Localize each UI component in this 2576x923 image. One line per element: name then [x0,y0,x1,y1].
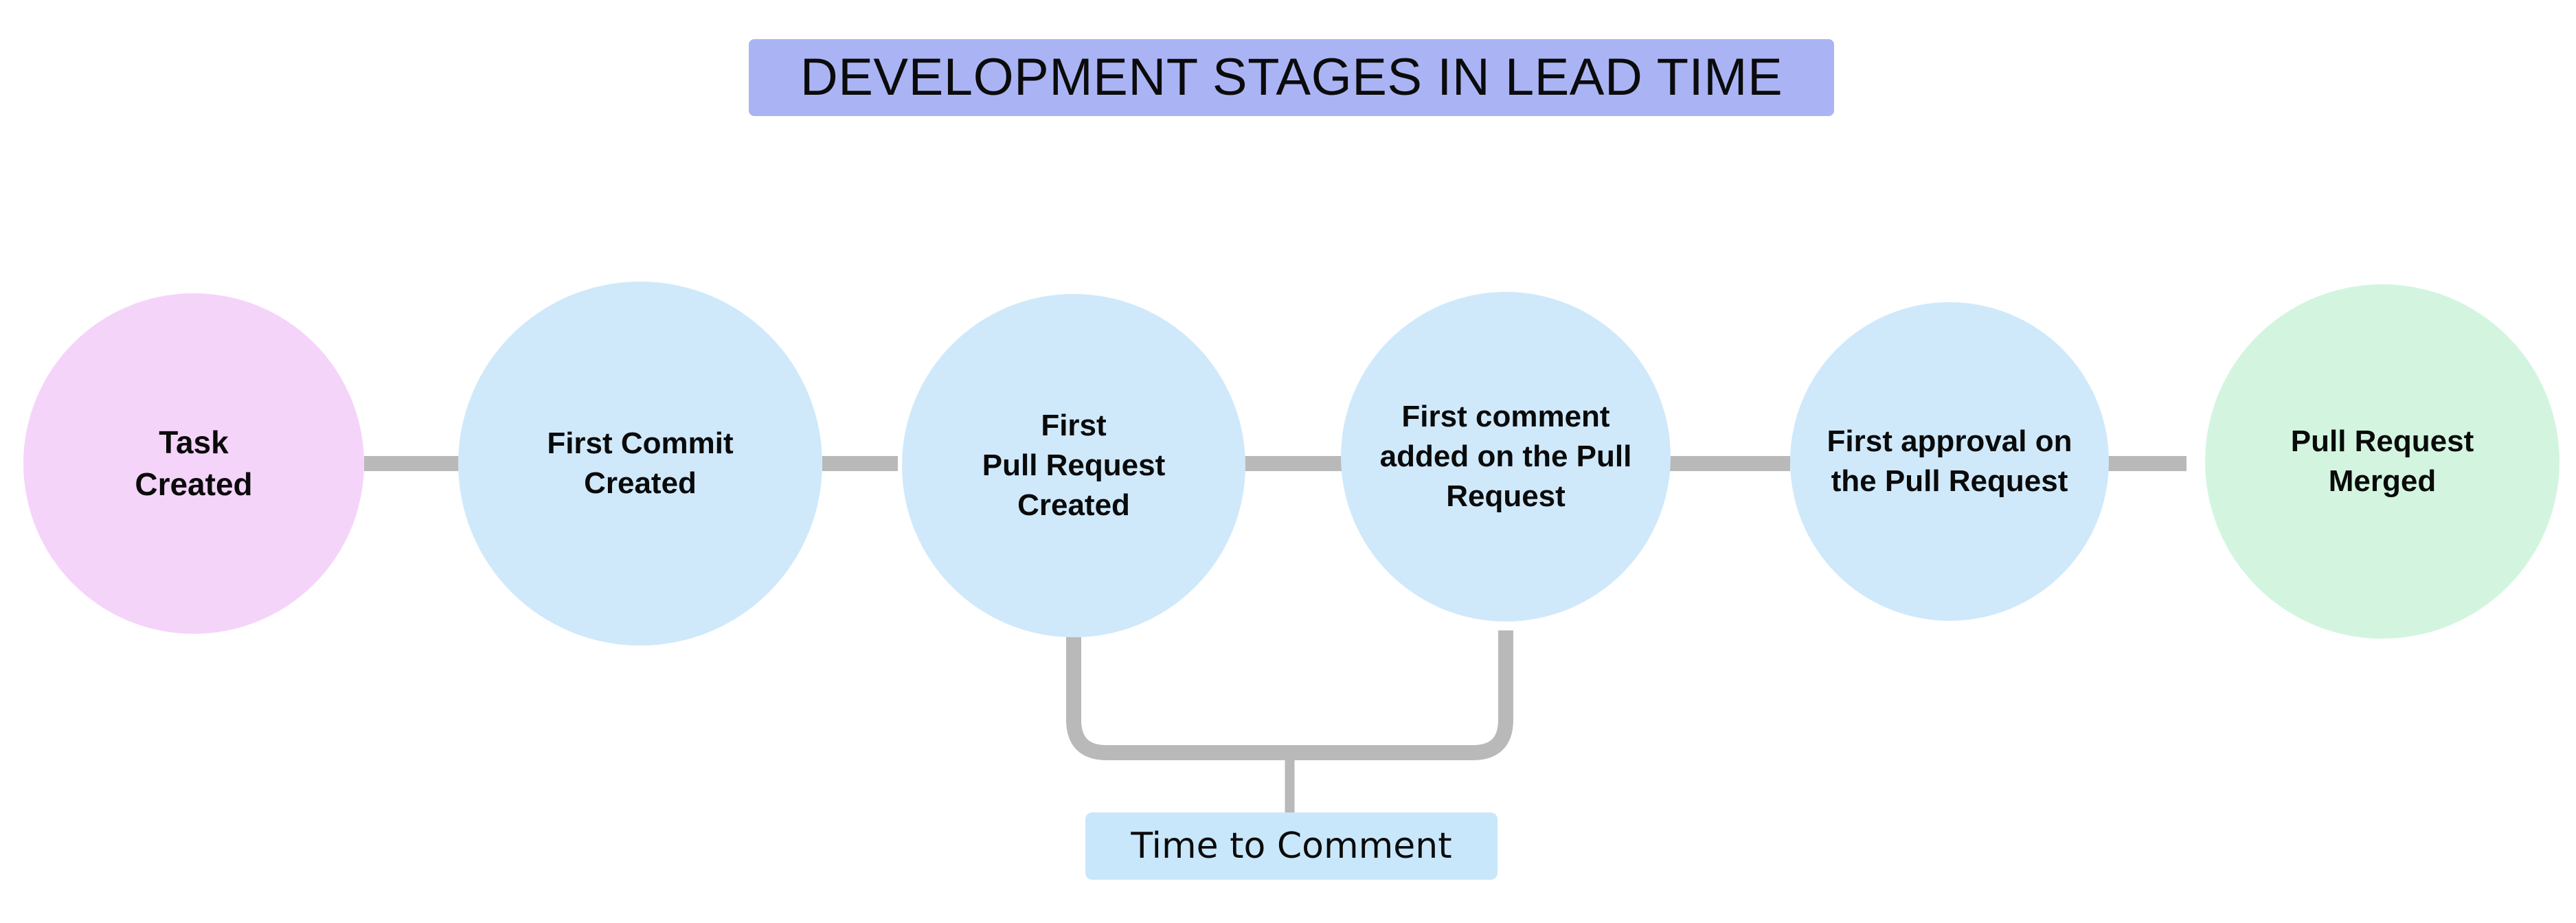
diagram-title-banner: DEVELOPMENT STAGES IN LEAD TIME [749,39,1834,116]
stage-node-pull-request-merged[interactable]: Pull Request Merged [2205,284,2560,639]
edge-label-text: Time to Comment [1131,825,1452,867]
stage-node-first-approval[interactable]: First approval on the Pull Request [1790,302,2109,621]
stage-label: First comment added on the Pull Request [1379,399,1632,514]
stage-node-first-pull-request-created[interactable]: First Pull Request Created [902,294,1245,637]
stage-label: First Commit Created [547,426,734,500]
stage-node-task-created[interactable]: Task Created [23,293,364,634]
bracket-curve [1066,630,1513,760]
stage-label: Task Created [135,424,253,502]
edge-label-time-to-comment[interactable]: Time to Comment [1085,812,1498,880]
connector-task-created-to-first-commit [364,456,459,471]
stage-label: Pull Request Merged [2290,424,2474,498]
connector-first-pull-request-to-first-comment [1239,456,1342,471]
stage-label: First Pull Request Created [982,408,1166,523]
stage-node-first-comment-added[interactable]: First comment added on the Pull Request [1341,292,1671,622]
connector-first-commit-to-first-pull-request [822,456,898,471]
stage-label: First approval on the Pull Request [1827,424,2072,498]
page-title: DEVELOPMENT STAGES IN LEAD TIME [800,48,1783,106]
stage-node-first-commit-created[interactable]: First Commit Created [458,282,822,646]
connector-first-approval-to-pull-request-merged [2108,456,2187,471]
connector-first-comment-to-first-approval [1669,456,1790,471]
